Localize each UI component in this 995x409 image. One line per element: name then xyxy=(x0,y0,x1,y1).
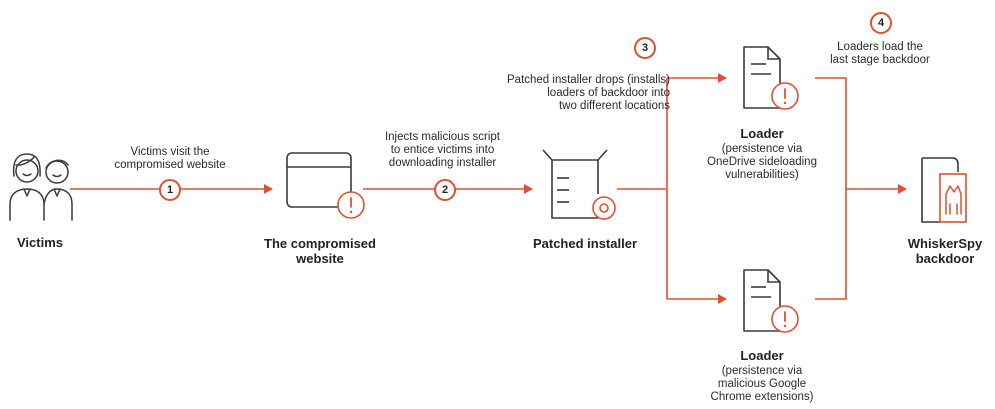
step-2-label-line: downloading installer xyxy=(388,157,497,169)
step-3-label-line: Patched installer drops (installs) xyxy=(507,74,670,86)
backdoor-title-line: WhiskerSpy xyxy=(907,236,983,251)
loader-bottom-description-line: malicious Google xyxy=(717,378,807,390)
step-badge-2: 2 xyxy=(434,179,456,201)
backdoor-title: WhiskerSpy backdoor xyxy=(895,236,995,266)
loader-bottom-description-line: Chrome extensions) xyxy=(710,391,814,403)
step-1-label: Victims visit the compromised website xyxy=(95,146,245,172)
installer-box-icon xyxy=(542,149,616,220)
website-title: The compromised website xyxy=(250,236,390,266)
step-1-label-line: Victims visit the xyxy=(130,146,210,158)
step-badge-1: 1 xyxy=(159,179,181,201)
step-2-label: Injects malicious script to entice victi… xyxy=(360,131,525,170)
loader-bottom-title: Loader xyxy=(740,348,784,363)
step-4-label-line: Loaders load the xyxy=(837,41,923,53)
victims-title: Victims xyxy=(16,235,63,250)
step-3-label-line: loaders of backdoor into xyxy=(547,87,670,99)
connector-lines xyxy=(70,73,907,304)
loader-top-description-line: OneDrive sideloading xyxy=(707,156,817,168)
step-3-label: Patched installer drops (installs) loade… xyxy=(470,74,670,113)
website-title-line: website xyxy=(296,251,344,266)
loader-bottom-document-icon xyxy=(743,269,799,333)
step-badge-4: 4 xyxy=(870,12,892,34)
merge-loaders-to-backdoor xyxy=(815,77,847,300)
cat-device-icon xyxy=(921,157,967,223)
loader-top-description-line: (persistence via xyxy=(721,143,803,155)
loader-bottom-description: (persistence via malicious Google Chrome… xyxy=(685,365,839,404)
loader-top-title: Loader xyxy=(740,126,784,141)
step-2-label-line: to entice victims into xyxy=(390,144,495,156)
loader-top-description-line: vulnerabilities) xyxy=(725,169,799,181)
website-title-line: The compromised xyxy=(264,236,376,251)
loader-top-document-icon xyxy=(743,46,799,110)
loader-top-description: (persistence via OneDrive sideloading vu… xyxy=(685,143,839,182)
browser-window-icon xyxy=(286,152,365,219)
backdoor-title-line: backdoor xyxy=(915,251,975,266)
step-3-label-line: two different locations xyxy=(558,100,670,112)
installer-title: Patched installer xyxy=(532,236,638,251)
branch-installer-to-loaders xyxy=(617,78,668,299)
step-1-label-line: compromised website xyxy=(114,159,226,171)
step-4-label: Loaders load the last stage backdoor xyxy=(815,41,945,67)
loader-bottom-description-line: (persistence via xyxy=(721,365,803,377)
step-badge-3: 3 xyxy=(634,37,656,59)
people-icon xyxy=(9,153,73,221)
step-4-label-line: last stage backdoor xyxy=(830,54,930,66)
step-2-label-line: Injects malicious script xyxy=(384,131,501,143)
